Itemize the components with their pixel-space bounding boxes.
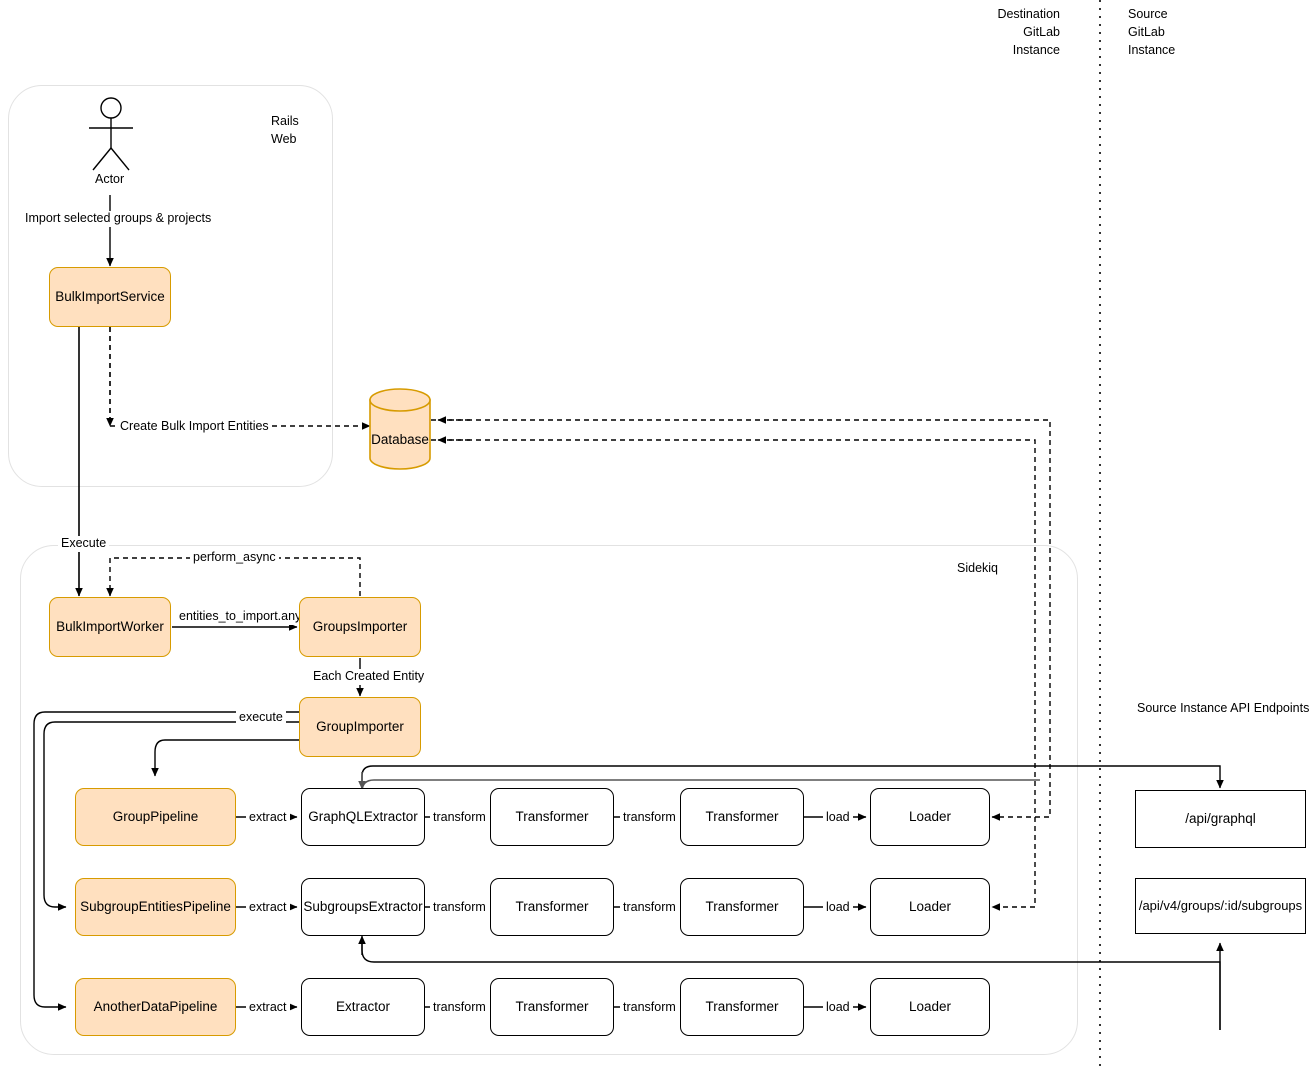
edge-label-extract-row1: extract: [246, 810, 290, 826]
node-subgroups-extractor[interactable]: SubgroupsExtractor: [301, 878, 425, 936]
node-subgroup-entities-pipeline[interactable]: SubgroupEntitiesPipeline: [75, 878, 236, 936]
node-graphql-extractor[interactable]: GraphQLExtractor: [301, 788, 425, 846]
edge-label-extract-row3: extract: [246, 1000, 290, 1016]
node-transformer-row3-a[interactable]: Transformer: [490, 978, 614, 1036]
edge-label-load-row3: load: [823, 1000, 853, 1016]
edge-label-create-bulk-import-entities: Create Bulk Import Entities: [117, 419, 272, 435]
edge-label-perform-async: perform_async: [190, 550, 279, 566]
node-transformer-row1-a[interactable]: Transformer: [490, 788, 614, 846]
node-loader-row2[interactable]: Loader: [870, 878, 990, 936]
caption-source-instance: Source GitLab Instance: [1128, 7, 1176, 58]
node-database[interactable]: Database: [369, 388, 431, 470]
node-group-importer[interactable]: GroupImporter: [299, 697, 421, 757]
edge-label-load-row1: load: [823, 810, 853, 826]
node-transformer-row2-b[interactable]: Transformer: [680, 878, 804, 936]
node-transformer-row3-b[interactable]: Transformer: [680, 978, 804, 1036]
actor-icon: [89, 97, 133, 171]
node-bulk-import-service[interactable]: BulkImportService: [49, 267, 171, 327]
caption-rails-web: Rails Web: [271, 114, 299, 147]
node-api-subgroups[interactable]: /api/v4/groups/:id/subgroups: [1135, 878, 1306, 934]
node-groups-importer[interactable]: GroupsImporter: [299, 597, 421, 657]
caption-sidekiq: Sidekiq: [957, 561, 998, 575]
node-extractor-row3[interactable]: Extractor: [301, 978, 425, 1036]
node-loader-row1[interactable]: Loader: [870, 788, 990, 846]
edge-label-execute-top: Execute: [58, 536, 110, 552]
node-loader-row3[interactable]: Loader: [870, 978, 990, 1036]
edge-label-transform-row2-a: transform: [430, 900, 489, 916]
node-transformer-row2-a[interactable]: Transformer: [490, 878, 614, 936]
edge-label-transform-row3-b: transform: [620, 1000, 679, 1016]
edge-label-transform-row3-a: transform: [430, 1000, 489, 1016]
edge-label-entities-to-import: entities_to_import.any?: [176, 609, 312, 625]
actor-label: Actor: [95, 172, 125, 186]
edge-label-import-selected: Import selected groups & projects: [22, 211, 215, 227]
node-bulk-import-worker[interactable]: BulkImportWorker: [49, 597, 171, 657]
node-api-graphql[interactable]: /api/graphql: [1135, 790, 1306, 848]
edge-label-load-row2: load: [823, 900, 853, 916]
edge-label-each-created-entity: Each Created Entity: [310, 669, 428, 685]
rails-web-container: [8, 85, 333, 487]
caption-destination-instance: Destination GitLab Instance: [997, 7, 1060, 58]
caption-source-api-endpoints: Source Instance API Endpoints: [1137, 701, 1310, 715]
edge-label-transform-row1-a: transform: [430, 810, 489, 826]
node-another-data-pipeline[interactable]: AnotherDataPipeline: [75, 978, 236, 1036]
edge-label-extract-row2: extract: [246, 900, 290, 916]
edge-label-transform-row2-b: transform: [620, 900, 679, 916]
node-group-pipeline[interactable]: GroupPipeline: [75, 788, 236, 846]
edge-label-execute: execute: [236, 710, 286, 726]
database-cylinder-icon: [369, 388, 431, 470]
database-label: Database: [371, 432, 429, 447]
edge-label-transform-row1-b: transform: [620, 810, 679, 826]
node-transformer-row1-b[interactable]: Transformer: [680, 788, 804, 846]
